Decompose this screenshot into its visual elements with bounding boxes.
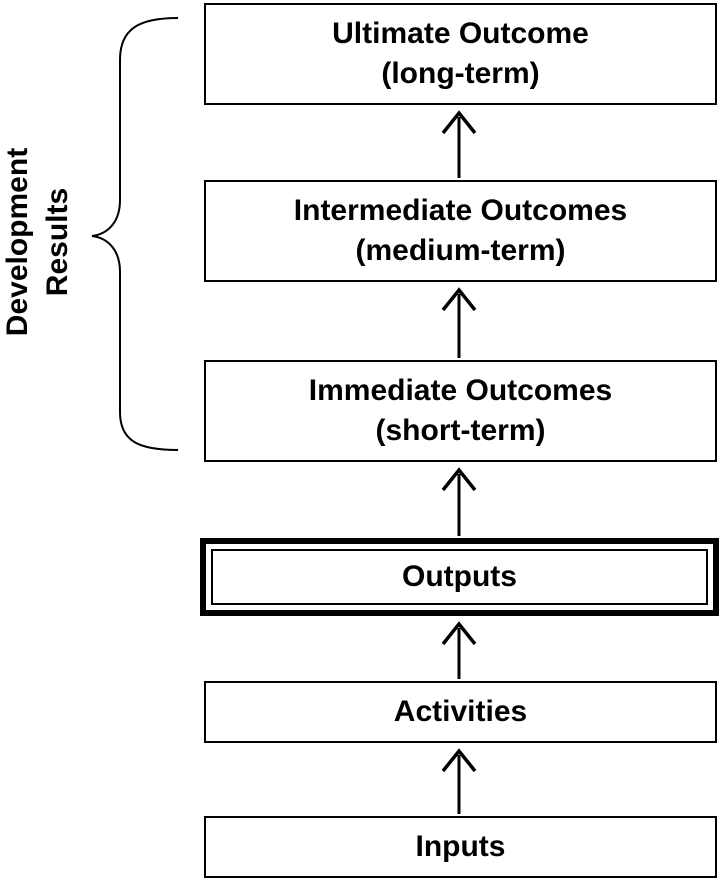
ultimate-outcome-title: Ultimate Outcome	[332, 17, 589, 50]
activities-box: Activities	[204, 681, 717, 743]
immediate-outcomes-term: (short-term)	[375, 414, 546, 447]
outputs-box: Outputs	[200, 538, 719, 616]
arrow-immediate-to-intermediate	[441, 287, 477, 358]
ultimate-outcome-box: Ultimate Outcome (long-term)	[204, 3, 717, 105]
arrow-intermediate-to-ultimate	[441, 110, 477, 178]
immediate-outcomes-box: Immediate Outcomes (short-term)	[204, 360, 717, 462]
immediate-outcomes-title: Immediate Outcomes	[308, 374, 613, 407]
intermediate-outcomes-term: (medium-term)	[355, 234, 566, 267]
arrow-activities-to-outputs	[441, 621, 477, 679]
arrow-outputs-to-immediate	[441, 467, 477, 536]
curly-brace	[91, 17, 179, 451]
intermediate-outcomes-title: Intermediate Outcomes	[293, 194, 628, 227]
intermediate-outcomes-box: Intermediate Outcomes (medium-term)	[204, 180, 717, 282]
ultimate-outcome-term: (long-term)	[381, 57, 540, 90]
inputs-box: Inputs	[204, 816, 717, 878]
outputs-label: Outputs	[402, 560, 517, 593]
arrow-inputs-to-activities	[441, 748, 477, 814]
activities-label: Activities	[393, 695, 528, 728]
outputs-inner-frame: Outputs	[211, 549, 708, 605]
inputs-label: Inputs	[415, 830, 506, 863]
